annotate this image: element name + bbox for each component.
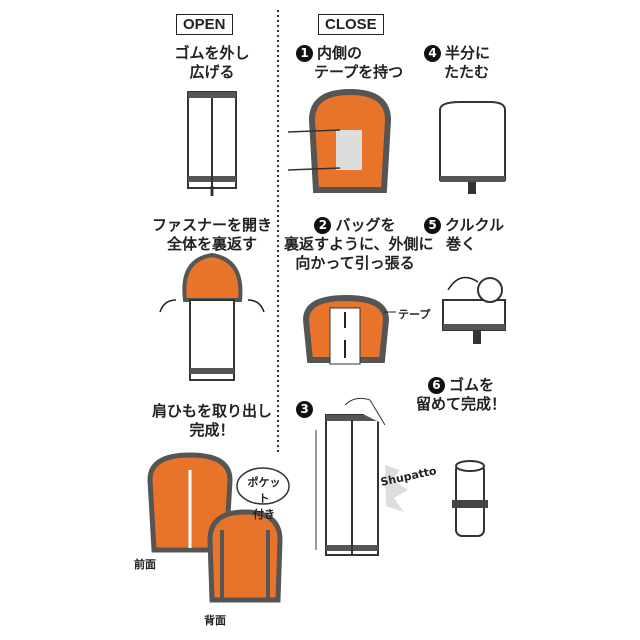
pocket-callout-bubble bbox=[236, 467, 290, 505]
tape-label: テープ bbox=[398, 308, 431, 321]
open-step2-text: ファスナーを開き全体を裏返す bbox=[151, 216, 272, 253]
open-header: OPEN bbox=[176, 14, 233, 35]
pocket-label: ポケット付き bbox=[247, 476, 281, 521]
close-step5-illustration bbox=[442, 276, 506, 344]
close-header: CLOSE bbox=[318, 14, 384, 35]
front-backpack-illustration bbox=[147, 452, 233, 553]
back-label: 背面 bbox=[204, 614, 226, 627]
front-label: 前面 bbox=[134, 558, 156, 571]
close-step2-illustration bbox=[302, 294, 396, 365]
close-step3-illustration bbox=[315, 397, 408, 556]
open-inverting-bag-illustration bbox=[159, 252, 265, 381]
open-flat-bag-illustration bbox=[187, 91, 237, 196]
close-step4-illustration bbox=[439, 101, 506, 194]
open-step1-text: ゴムを外し広げる bbox=[174, 44, 250, 81]
close-step3-text: 3 bbox=[296, 400, 317, 419]
back-backpack-illustration bbox=[207, 509, 283, 603]
close-step6-illustration bbox=[452, 460, 488, 537]
close-step1-illustration bbox=[287, 88, 392, 193]
open-step3-text: 肩ひもを取り出し完成！ bbox=[151, 402, 272, 439]
